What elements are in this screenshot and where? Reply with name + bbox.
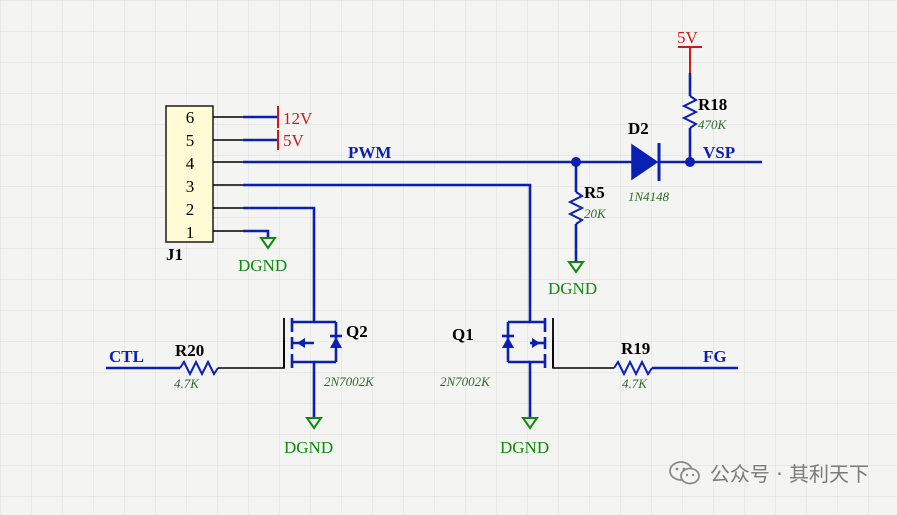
wire-pin1-gnd [243,229,270,238]
r5-ref: R5 [584,183,605,202]
mosfet-q1-symbol [502,282,554,418]
r18-value: 470K [698,117,728,132]
r19-value: 4.7K [622,376,648,391]
j1-pin-6-number: 6 [186,108,195,127]
mosfet-q2-symbol [283,282,342,418]
resistor-r18-symbol [681,95,699,129]
net-label-ctl: CTL [109,347,144,366]
ground-q1-label: DGND [500,438,549,457]
q2-value: 2N7002K [324,374,375,389]
connector-j1-body [165,105,214,243]
watermark-text: 公众号 · 其利天下 [709,462,869,486]
j1-pin-1-number: 1 [186,223,195,242]
j1-pin-4-number: 4 [186,154,195,173]
net-label-pwm: PWM [348,143,391,162]
r18-ref: R18 [698,95,727,114]
ground-q2-symbol [305,417,323,430]
r20-value: 4.7K [174,376,200,391]
ground-j1-symbol [259,237,277,250]
d2-value: 1N4148 [628,189,670,204]
net-label-fg: FG [703,347,727,366]
r5-value: 20K [584,206,607,221]
q1-gate-lead [552,340,614,369]
j1-pin-5-number: 5 [186,131,195,150]
j1-pin-2-number: 2 [186,200,195,219]
diode-d2-symbol [631,143,659,181]
ground-q2-label: DGND [284,438,333,457]
net-label-vsp: VSP [703,143,735,162]
wire-pin2-q2-drain [243,206,316,282]
wechat-icon [669,460,700,484]
q2-ref: Q2 [346,322,368,341]
q1-ref: Q1 [452,325,474,344]
ground-q1-symbol [521,417,539,430]
power-5v-top-label: 5V [677,28,699,47]
watermark: 公众号 · 其利天下 [668,458,869,487]
power-5v-j1-label: 5V [283,131,305,150]
r20-ref: R20 [175,341,204,360]
ground-j1-label: DGND [238,256,287,275]
q2-gate-lead [218,340,285,369]
j1-designator: J1 [166,245,183,264]
j1-pin-3-number: 3 [186,177,195,196]
j1-pin-leads [213,116,243,232]
resistor-r19-symbol [613,359,653,377]
ground-r5-label: DGND [548,279,597,298]
resistor-r5-symbol [567,191,585,225]
resistor-r20-symbol [179,359,219,377]
q1-value: 2N7002K [440,374,491,389]
ground-r5-symbol [567,261,585,274]
wire-pin3-q1-drain [243,183,532,282]
d2-ref: D2 [628,119,649,138]
power-12v-label: 12V [283,109,313,128]
r19-ref: R19 [621,339,650,358]
